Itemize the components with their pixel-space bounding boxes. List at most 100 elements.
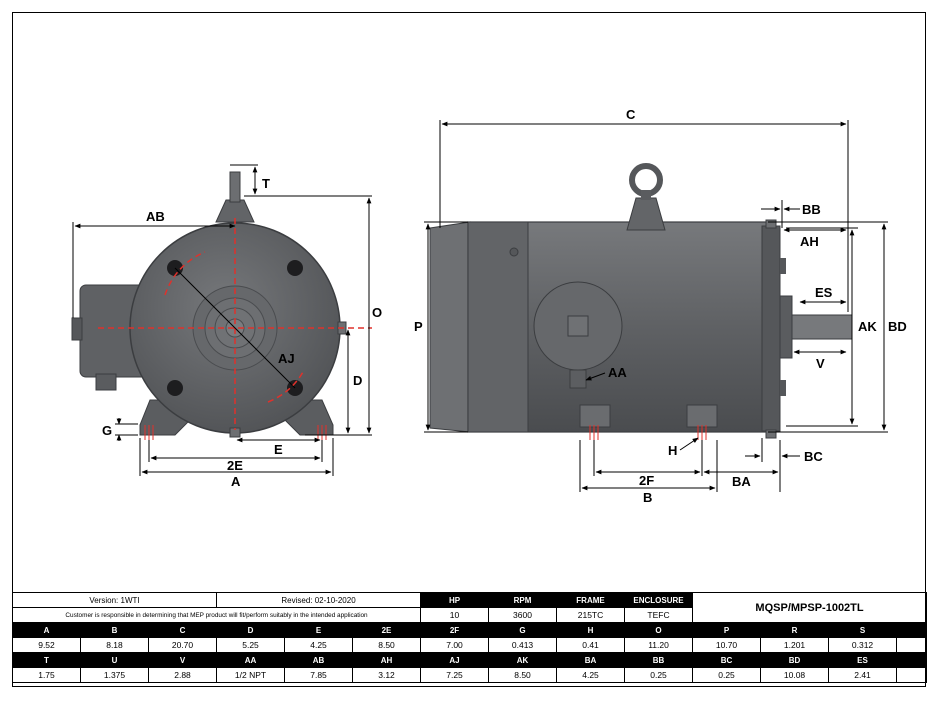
lifting-eye xyxy=(629,163,663,197)
dim-value: 0.25 xyxy=(624,667,694,683)
dimension-table: Version: 1WTI Revised: 02-10-2020 HP RPM… xyxy=(11,592,928,683)
dim-value: 4.25 xyxy=(284,637,354,653)
blank-cell xyxy=(896,622,928,638)
spec-header: ENCLOSURE xyxy=(624,592,694,608)
flange-bolt-top xyxy=(765,219,777,229)
dim-value: 0.25 xyxy=(692,667,762,683)
dim-value: 7.00 xyxy=(420,637,490,653)
label-o: O xyxy=(372,305,382,320)
label-aj: AJ xyxy=(278,351,295,366)
dim-value: 7.25 xyxy=(420,667,490,683)
version-cell: Version: 1WTI xyxy=(11,592,218,608)
spec-header: HP xyxy=(420,592,490,608)
dim-header: G xyxy=(488,622,558,638)
dim-header: O xyxy=(624,622,694,638)
model-number: MQSP/MPSP-1002TL xyxy=(692,592,928,623)
dim-value: 5.25 xyxy=(216,637,286,653)
dim-header: AB xyxy=(284,652,354,668)
revised-cell: Revised: 02-10-2020 xyxy=(216,592,422,608)
blank-cell xyxy=(896,637,928,653)
dim-header: BA xyxy=(556,652,626,668)
aj-diagonal xyxy=(174,267,296,389)
label-2e: 2E xyxy=(227,458,243,473)
rear-foot xyxy=(579,404,611,428)
flange-bolt-bottom xyxy=(765,429,777,439)
rotation-arc xyxy=(164,251,206,296)
dim-header: H xyxy=(556,622,626,638)
foot-hole-ticks xyxy=(144,425,327,440)
spec-value: 3600 xyxy=(488,607,558,623)
motor-shaft xyxy=(791,314,853,340)
spec-header: RPM xyxy=(488,592,558,608)
foot-hole-ticks xyxy=(589,425,707,440)
dim-header: U xyxy=(80,652,149,668)
front-flange xyxy=(761,225,781,432)
label-ak: AK xyxy=(858,319,877,334)
dim-header: AA xyxy=(216,652,286,668)
dim-value: 1.75 xyxy=(12,667,81,683)
drawing-frame xyxy=(12,12,926,687)
spec-value: 215TC xyxy=(556,607,626,623)
dim-value: 2.41 xyxy=(828,667,898,683)
label-p: P xyxy=(414,319,423,334)
label-es: ES xyxy=(815,285,833,300)
spec-value: 10 xyxy=(420,607,490,623)
label-2f: 2F xyxy=(639,473,654,488)
dim-header: C xyxy=(147,622,218,638)
conduit-box-plug xyxy=(567,315,589,337)
label-bc: BC xyxy=(804,449,823,464)
label-a: A xyxy=(231,474,241,489)
dim-header: V xyxy=(147,652,218,668)
dim-header: AJ xyxy=(420,652,490,668)
dim-value: 9.52 xyxy=(12,637,81,653)
label-bd: BD xyxy=(888,319,907,334)
dim-value: 11.20 xyxy=(624,637,694,653)
label-c: C xyxy=(626,107,636,122)
dim-header: E xyxy=(284,622,354,638)
dim-header: S xyxy=(828,622,898,638)
label-t: T xyxy=(262,176,270,191)
dim-value: 8.50 xyxy=(488,667,558,683)
dim-header: BD xyxy=(760,652,830,668)
label-h: H xyxy=(668,443,677,458)
eye-bolt-stem xyxy=(229,171,241,203)
dim-header: R xyxy=(760,622,830,638)
bolt-hole xyxy=(167,380,183,396)
label-ba: BA xyxy=(732,474,751,489)
label-v: V xyxy=(816,356,825,371)
dim-value: 0.413 xyxy=(488,637,558,653)
dim-value: 10.08 xyxy=(760,667,830,683)
nameplate-screw xyxy=(509,247,519,257)
dim-header: D xyxy=(216,622,286,638)
blank-cell xyxy=(896,652,928,668)
flange-lug xyxy=(780,258,786,274)
dim-value: 10.70 xyxy=(692,637,762,653)
label-d: D xyxy=(353,373,362,388)
dim-header: 2E xyxy=(352,622,422,638)
conduit-box-plug xyxy=(71,317,83,341)
label-b: B xyxy=(643,490,652,505)
dim-header: BC xyxy=(692,652,762,668)
rotation-arc xyxy=(267,371,304,403)
dim-value: 1.201 xyxy=(760,637,830,653)
dim-header: BB xyxy=(624,652,694,668)
customer-note: Customer is responsible in determining t… xyxy=(11,607,422,623)
dim-header: P xyxy=(692,622,762,638)
dim-header: AH xyxy=(352,652,422,668)
conduit-fitting xyxy=(95,373,117,391)
table-row-header: Version: 1WTI Revised: 02-10-2020 HP RPM… xyxy=(11,592,928,623)
dim-value: 0.41 xyxy=(556,637,626,653)
front-view: T AB O AJ D G E 2E A xyxy=(71,164,382,489)
conduit-fitting xyxy=(569,369,587,389)
dim-value: 1/2 NPT xyxy=(216,667,286,683)
flange-lug xyxy=(780,380,786,396)
label-aa: AA xyxy=(608,365,627,380)
dim-value: 0.312 xyxy=(828,637,898,653)
lifting-lug-side xyxy=(626,197,666,231)
end-bell xyxy=(467,221,529,433)
label-ah: AH xyxy=(800,234,819,249)
spec-header: FRAME xyxy=(556,592,626,608)
